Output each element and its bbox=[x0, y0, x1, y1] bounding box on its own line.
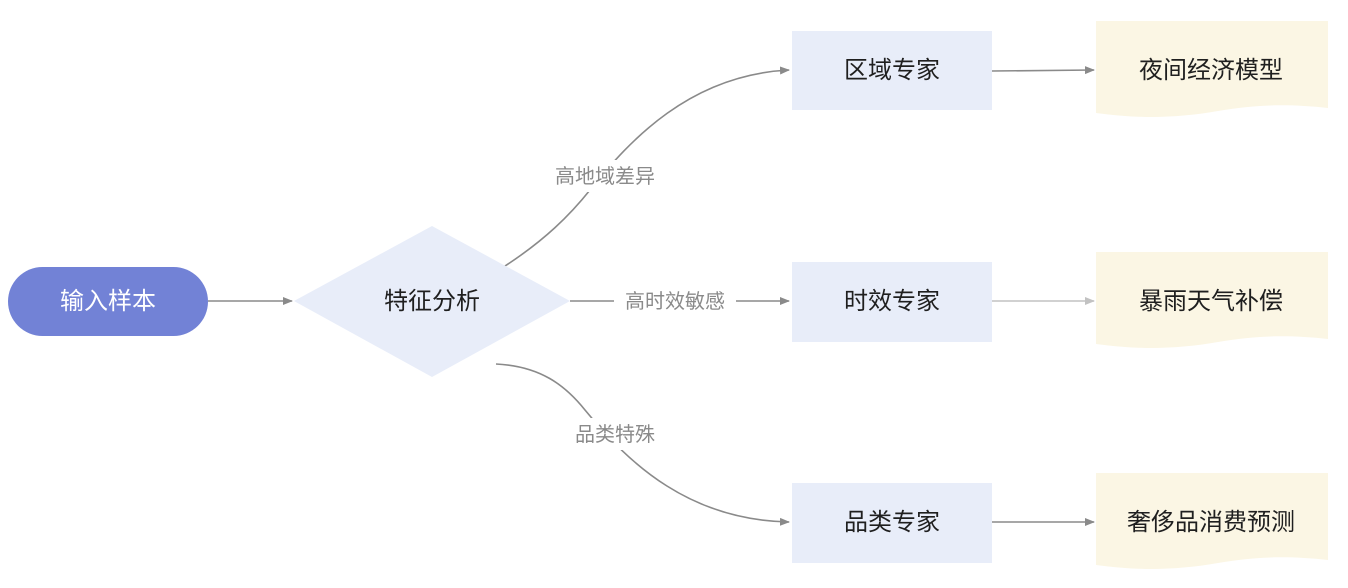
edge-label-region: 高地域差异 bbox=[538, 160, 672, 192]
edge-label-time: 高时效敏感 bbox=[614, 286, 736, 316]
decision-node-label: 特征分析 bbox=[384, 287, 480, 315]
expert-node-category[interactable]: 品类专家 bbox=[792, 483, 992, 563]
expert-node-time-label: 时效专家 bbox=[844, 287, 940, 315]
edge-label-category-text: 品类特殊 bbox=[575, 422, 655, 446]
expert-node-region-label: 区域专家 bbox=[844, 56, 940, 84]
output-node-rainstorm-compensation-label: 暴雨天气补偿 bbox=[1139, 287, 1283, 315]
output-node-night-economy-label: 夜间经济模型 bbox=[1139, 56, 1283, 84]
expert-node-time[interactable]: 时效专家 bbox=[792, 262, 992, 342]
output-node-night-economy[interactable]: 夜间经济模型 bbox=[1096, 21, 1328, 117]
input-node-label: 输入样本 bbox=[60, 287, 156, 315]
output-node-luxury-forecast-label: 奢侈品消费预测 bbox=[1127, 508, 1295, 536]
input-node[interactable]: 输入样本 bbox=[8, 267, 208, 336]
output-node-luxury-forecast[interactable]: 奢侈品消费预测 bbox=[1096, 473, 1328, 569]
expert-node-region[interactable]: 区域专家 bbox=[792, 31, 992, 110]
edge-label-time-text: 高时效敏感 bbox=[625, 289, 725, 313]
decision-node[interactable]: 特征分析 bbox=[294, 226, 570, 377]
expert-node-category-label: 品类专家 bbox=[844, 508, 940, 536]
output-node-rainstorm-compensation[interactable]: 暴雨天气补偿 bbox=[1096, 252, 1328, 348]
edge-label-category: 品类特殊 bbox=[560, 418, 670, 450]
edge-region-expert-to-output bbox=[991, 66, 1095, 75]
edge-label-region-text: 高地域差异 bbox=[555, 164, 655, 188]
